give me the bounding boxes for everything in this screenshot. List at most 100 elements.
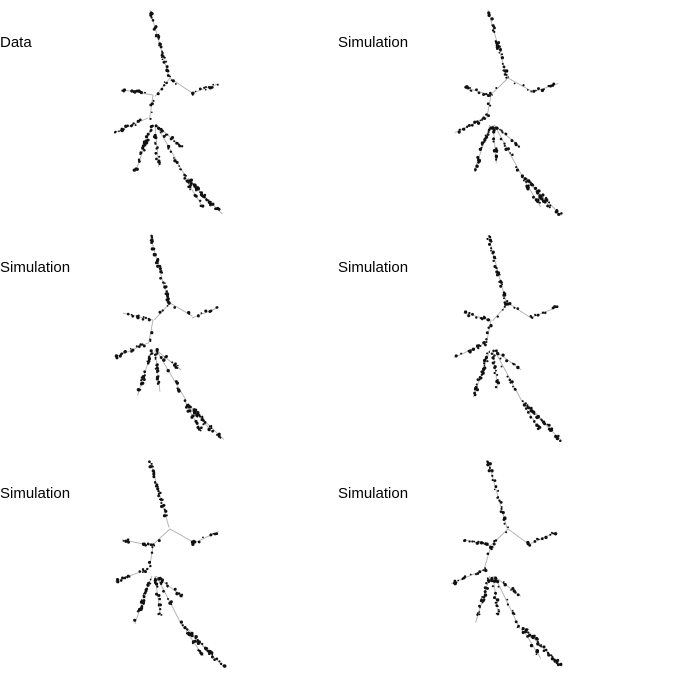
tree-node — [465, 125, 469, 128]
tree-node — [204, 88, 207, 91]
tree-node — [533, 419, 536, 423]
tree-node — [493, 371, 496, 375]
tree-node — [154, 151, 158, 155]
tree-node — [487, 580, 490, 583]
tree-node — [137, 608, 142, 612]
tree-node — [538, 201, 541, 204]
tree-node — [452, 582, 455, 585]
tree-node — [141, 343, 144, 346]
tree-node — [492, 137, 496, 141]
tree-node — [501, 353, 505, 357]
tree-node — [156, 585, 159, 588]
tree-node — [142, 569, 145, 572]
tree-node — [514, 141, 518, 145]
tree-node — [487, 130, 490, 134]
edge-layer — [453, 234, 562, 441]
tree-node — [487, 114, 490, 118]
edge-layer — [114, 460, 225, 669]
tree-node — [217, 432, 221, 436]
tree-node — [492, 130, 496, 134]
tree-node — [507, 526, 509, 529]
tree-node — [526, 405, 529, 408]
tree-node — [191, 91, 195, 96]
tree-node — [199, 199, 202, 202]
tree-node — [540, 418, 543, 421]
tree-node — [455, 581, 458, 584]
tree-node — [499, 128, 501, 131]
tree-node — [151, 12, 154, 16]
tree-node — [132, 168, 136, 172]
tree-node — [508, 302, 512, 306]
tree-node — [115, 577, 120, 582]
tree-node — [504, 147, 508, 151]
tree-edge — [149, 545, 154, 568]
tree-node — [511, 586, 515, 591]
tree-node — [475, 344, 480, 348]
tree-node — [131, 314, 135, 318]
tree-node — [195, 195, 198, 197]
tree-node — [524, 628, 529, 632]
tree-node — [542, 649, 546, 653]
tree-node — [147, 318, 151, 322]
tree-node — [475, 541, 479, 545]
tree-edge — [185, 179, 204, 207]
tree-node — [494, 592, 497, 595]
tree-node — [160, 269, 163, 272]
tree-edge — [486, 319, 492, 343]
tree-node — [499, 280, 502, 283]
tree-node — [504, 70, 507, 73]
tree-node — [146, 567, 149, 571]
node-layer — [454, 235, 562, 442]
tree-node — [492, 349, 495, 353]
tree-node — [159, 276, 162, 280]
tree-node — [501, 309, 504, 311]
tree-node — [496, 373, 499, 376]
tree-node — [453, 579, 457, 583]
tree-node — [162, 84, 166, 87]
tree-node — [478, 611, 481, 613]
tree-node — [498, 499, 501, 502]
tree-node — [161, 50, 164, 53]
tree-node — [489, 324, 493, 328]
tree-edge — [492, 302, 509, 322]
tree-edge — [507, 77, 532, 92]
tree-node — [203, 86, 206, 89]
tree-node — [486, 94, 491, 98]
tree-node — [144, 139, 148, 143]
tree-node — [191, 642, 194, 645]
tree-node — [510, 589, 512, 591]
tree-node — [492, 140, 495, 143]
tree-node — [157, 33, 160, 36]
tree-node — [489, 466, 491, 469]
tree-node — [198, 640, 201, 643]
tree-node — [193, 639, 197, 643]
tree-node — [485, 341, 488, 344]
tree-node — [207, 427, 211, 432]
tree-node — [481, 596, 484, 598]
tree-node — [165, 60, 168, 63]
tree-node — [484, 542, 488, 546]
tree-node — [482, 341, 486, 345]
tree-node — [479, 599, 483, 602]
tree-edge — [149, 94, 154, 120]
tree-node — [164, 133, 168, 136]
tree-node — [187, 311, 191, 315]
tree-node — [494, 601, 497, 604]
tree-node — [540, 644, 543, 646]
tree-node — [490, 240, 493, 243]
tree-node — [549, 533, 552, 536]
tree-node — [526, 411, 530, 414]
tree-node — [491, 128, 493, 130]
tree-node — [201, 419, 204, 422]
tree-node — [504, 292, 507, 295]
tree-node — [159, 45, 163, 49]
tree-node — [511, 609, 514, 612]
tree-node — [162, 589, 165, 593]
tree-node — [165, 292, 169, 296]
tree-node — [147, 357, 152, 361]
tree-node — [200, 426, 203, 430]
tree-node — [483, 593, 488, 597]
tree-node — [499, 501, 503, 504]
tree-node — [487, 326, 490, 330]
tree-node — [495, 604, 499, 608]
